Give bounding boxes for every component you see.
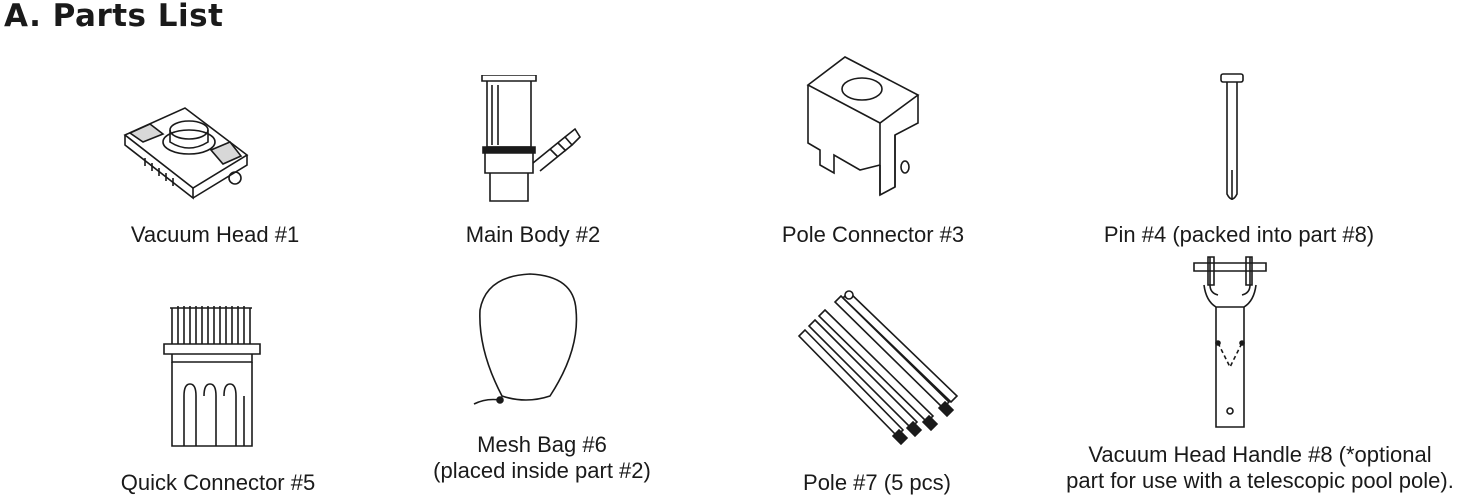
part-label-7: Pole #7 (5 pcs): [803, 470, 951, 495]
part-label-5: Quick Connector #5: [120, 470, 316, 495]
main-body-icon: [470, 75, 585, 205]
part-label-8: Vacuum Head Handle #8 (*optional part fo…: [1066, 442, 1454, 493]
quick-connector-icon: [160, 300, 270, 450]
part-label-3: Pole Connector #3: [781, 222, 965, 247]
pin-icon: [1218, 72, 1248, 207]
part-label-4: Pin #4 (packed into part #8): [1103, 222, 1375, 247]
vacuum-head-handle-icon: [1190, 255, 1270, 430]
pole-icon: [795, 290, 965, 455]
part-label-6: Mesh Bag #6 (placed inside part #2): [433, 432, 651, 483]
vacuum-head-icon: [115, 100, 255, 200]
section-title: A. Parts List: [4, 0, 224, 34]
part-label-1: Vacuum Head #1: [130, 222, 300, 247]
mesh-bag-icon: [470, 270, 585, 410]
pole-connector-icon: [800, 55, 925, 200]
part-label-2: Main Body #2: [465, 222, 601, 247]
